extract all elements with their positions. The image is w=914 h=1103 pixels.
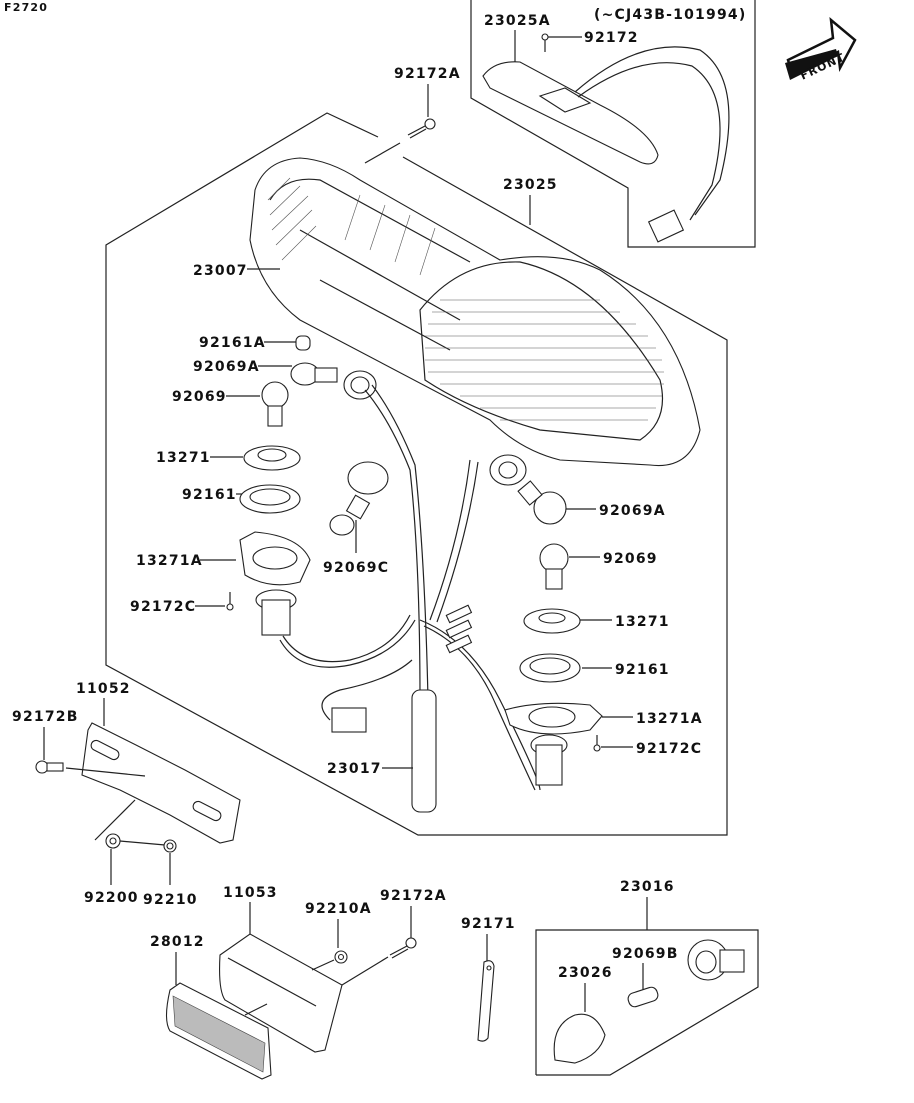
label-92069-left: 92069 <box>172 389 227 405</box>
socket-right-lower <box>530 734 568 786</box>
label-28012: 28012 <box>150 934 205 950</box>
screw-92172C-right <box>593 735 601 752</box>
nut-92210 <box>163 839 177 853</box>
part-23017-harness <box>279 384 541 813</box>
label-13271-right: 13271 <box>615 614 670 630</box>
label-92210: 92210 <box>143 892 198 908</box>
label-92172A-top: 92172A <box>394 66 461 82</box>
part-92161A-grommet <box>295 335 311 351</box>
label-23026: 23026 <box>558 965 613 981</box>
label-11053: 11053 <box>223 885 278 901</box>
label-92161-right: 92161 <box>615 662 670 678</box>
part-13271A-right <box>504 702 603 735</box>
part-92161-left <box>239 484 301 514</box>
label-23025A: 23025A <box>484 13 551 29</box>
screw-92172C-left <box>226 592 234 611</box>
label-92069C: 92069C <box>323 560 389 576</box>
part-11052-bracket <box>81 722 241 844</box>
nut-92210A <box>334 950 348 964</box>
label-92069A-left: 92069A <box>193 359 260 375</box>
part-92069A-bulb-left <box>290 362 338 386</box>
label-92161-left: 92161 <box>182 487 237 503</box>
label-23016: 23016 <box>620 879 675 895</box>
label-23017: 23017 <box>327 761 382 777</box>
label-92171: 92171 <box>461 916 516 932</box>
label-23025: 23025 <box>503 177 558 193</box>
diagram-code: F2720 <box>4 1 48 14</box>
part-92069A-bulb-right <box>517 480 567 525</box>
front-arrow-icon: FRONT <box>785 17 857 83</box>
inset-box: (~CJ43B-101994) 23025A 92172 <box>470 0 756 248</box>
label-92172C-left: 92172C <box>130 599 196 615</box>
screw-92172B <box>35 760 64 774</box>
harness-sleeve <box>411 689 437 813</box>
socket-right-upper <box>489 454 527 486</box>
screw-92172A-top <box>407 118 436 139</box>
screw-92172A-bottom <box>389 937 417 959</box>
socket-23016 <box>687 939 745 981</box>
label-13271A-left: 13271A <box>136 553 203 569</box>
label-11052: 11052 <box>76 681 131 697</box>
part-92069-bulb-left <box>261 381 289 427</box>
label-92172A-bottom: 92172A <box>380 888 447 904</box>
screw-92172 <box>541 33 549 52</box>
group-23016-outline <box>535 929 759 1076</box>
label-92069B: 92069B <box>612 946 679 962</box>
label-92161A: 92161A <box>199 335 266 351</box>
label-13271A-right: 13271A <box>636 711 703 727</box>
part-23025A-lamp <box>482 61 659 165</box>
label-13271-left: 13271 <box>156 450 211 466</box>
socket-left-lower <box>255 589 297 636</box>
label-92069A-right: 92069A <box>599 503 666 519</box>
main-group-outline <box>105 112 728 836</box>
connector-23025A <box>647 209 685 243</box>
label-92172C-right: 92172C <box>636 741 702 757</box>
label-92200: 92200 <box>84 890 139 906</box>
part-13271A-left <box>239 531 311 586</box>
part-92069B-wedge-bulb <box>627 986 659 1008</box>
part-11053-housing <box>219 933 343 1053</box>
label-92069-right: 92069 <box>603 551 658 567</box>
socket-left-upper <box>343 370 377 400</box>
washer-92200 <box>105 833 121 849</box>
harness-connector <box>331 707 367 733</box>
part-92171-strap <box>477 960 495 1042</box>
label-92210A: 92210A <box>305 901 372 917</box>
part-92161-right <box>519 653 581 683</box>
label-23007: 23007 <box>193 263 248 279</box>
part-23025-tail-lamp <box>249 157 701 467</box>
inset-note: (~CJ43B-101994) <box>594 7 746 23</box>
part-13271-right <box>523 608 581 634</box>
label-92172: 92172 <box>584 30 639 46</box>
part-28012-reflector <box>165 982 272 1080</box>
part-23026-lens <box>553 1013 606 1064</box>
part-92069C-bulb <box>329 461 389 536</box>
part-92069-bulb-right <box>539 543 569 590</box>
label-92172B: 92172B <box>12 709 79 725</box>
part-13271-left <box>243 445 301 471</box>
